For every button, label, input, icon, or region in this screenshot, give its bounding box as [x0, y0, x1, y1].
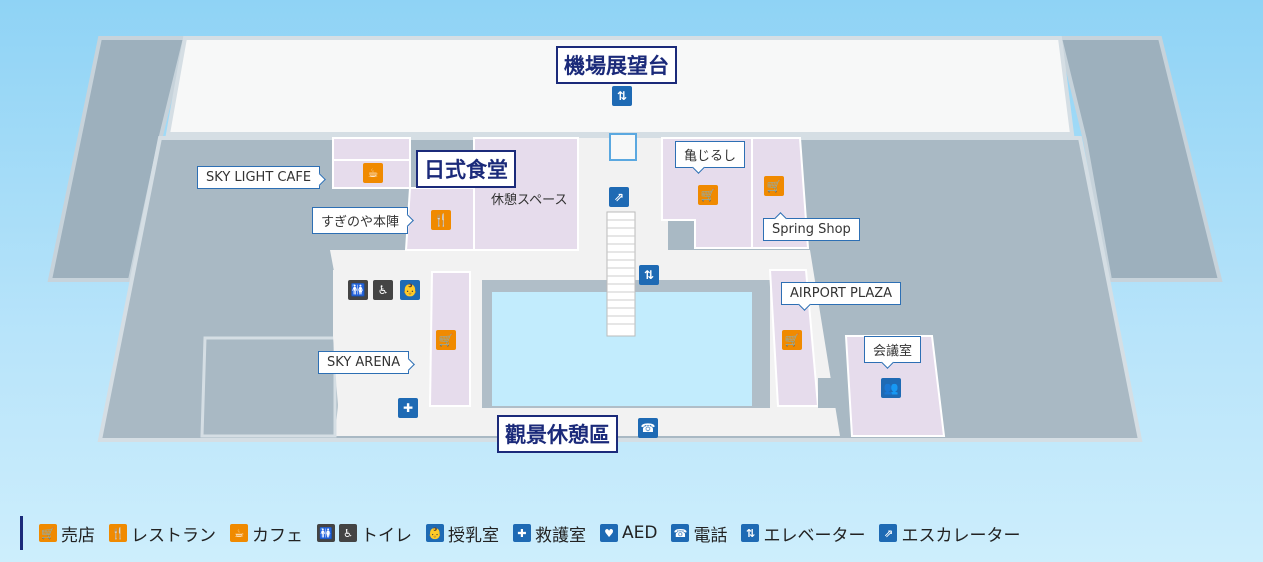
legend-label: AED — [622, 523, 658, 543]
shop-cart-icon: 🛒 — [698, 185, 718, 205]
legend-first-aid: ✚救護室 — [513, 521, 586, 546]
elevator-icon: ⇅ — [639, 265, 659, 285]
legend-restaurant: 🍴レストラン — [109, 521, 216, 546]
accessible-toilet-icon: ♿ — [339, 524, 357, 542]
legend-label: カフェ — [252, 525, 303, 546]
legend-label: 電話 — [693, 525, 728, 546]
kamejirushi-callout[interactable]: 亀じるし — [675, 141, 746, 168]
sky-arena-callout[interactable]: SKY ARENA — [318, 351, 410, 374]
legend-escalator: ⇗エスカレーター — [879, 521, 1020, 546]
legend-label: エレベーター — [763, 525, 866, 546]
legend-cafe: ☕カフェ — [230, 521, 303, 546]
phone-icon: ☎ — [638, 418, 658, 438]
first-aid-icon: ✚ — [398, 398, 418, 418]
escalator-icon: ⇗ — [879, 524, 898, 542]
right-wing — [1057, 36, 1223, 282]
phone-icon: ☎ — [671, 524, 690, 542]
elevator-icon: ⇅ — [741, 524, 760, 542]
shop-cart-icon: 🛒 — [764, 176, 784, 196]
first-aid-icon: ✚ — [513, 524, 531, 542]
legend-nursing: 👶授乳室 — [426, 521, 499, 546]
legend-label: 救護室 — [535, 525, 586, 546]
restaurant-icon: 🍴 — [109, 524, 127, 542]
legend-label: トイレ — [361, 525, 412, 546]
sky-light-cafe-callout[interactable]: SKY LIGHT CAFE — [197, 166, 321, 189]
airport-plaza-callout[interactable]: AIRPORT PLAZA — [781, 282, 902, 305]
observation-deck-label: 機場展望台 — [556, 46, 677, 84]
atrium-inner — [492, 292, 752, 406]
south-strip — [818, 378, 846, 408]
west-block — [200, 336, 337, 438]
shop-cart-icon: 🛒 — [436, 330, 456, 350]
legend-label: 売店 — [61, 525, 95, 546]
cafe-icon: ☕ — [230, 524, 248, 542]
nursing-room-icon: 👶 — [400, 280, 420, 300]
sugi-no-ya-callout[interactable]: すぎのや本陣 — [312, 207, 409, 234]
escalator-steps — [606, 211, 636, 337]
legend-label: エスカレーター — [901, 525, 1021, 546]
restaurant-icon: 🍴 — [431, 210, 451, 230]
meeting-room-icon: 👥 — [881, 378, 901, 398]
legend-elevator: ⇅エレベーター — [741, 521, 865, 546]
rest-space-label: 休憩スペース — [491, 193, 568, 208]
toilet-icon: 🚻 — [348, 280, 368, 300]
lounge-area-label: 觀景休憩區 — [497, 415, 618, 453]
shop-cart-icon: 🛒 — [782, 330, 802, 350]
legend-shop: 🛒売店 — [39, 521, 95, 546]
elevator-icon: ⇅ — [612, 86, 632, 106]
legend: 🛒売店 🍴レストラン ☕カフェ 🚻♿トイレ 👶授乳室 ✚救護室 ♥AED ☎電話… — [20, 516, 1020, 550]
shop-cart-icon: 🛒 — [39, 524, 57, 542]
deck-connector — [609, 133, 637, 161]
legend-label: 授乳室 — [448, 525, 499, 546]
legend-label: レストラン — [131, 525, 216, 546]
accessible-toilet-icon: ♿ — [373, 280, 393, 300]
toilet-icon: 🚻 — [317, 524, 335, 542]
legend-toilet: 🚻♿トイレ — [317, 521, 412, 546]
meeting-room-callout[interactable]: 会議室 — [864, 336, 922, 363]
legend-phone: ☎電話 — [671, 521, 727, 546]
nursing-room-icon: 👶 — [426, 524, 444, 542]
japanese-dining-label: 日式食堂 — [416, 150, 516, 188]
escalator-icon: ⇗ — [609, 187, 629, 207]
cafe-icon: ☕ — [363, 163, 383, 183]
aed-icon: ♥ — [600, 524, 618, 542]
spring-shop-callout[interactable]: Spring Shop — [763, 218, 860, 241]
legend-aed: ♥AED — [600, 523, 657, 543]
